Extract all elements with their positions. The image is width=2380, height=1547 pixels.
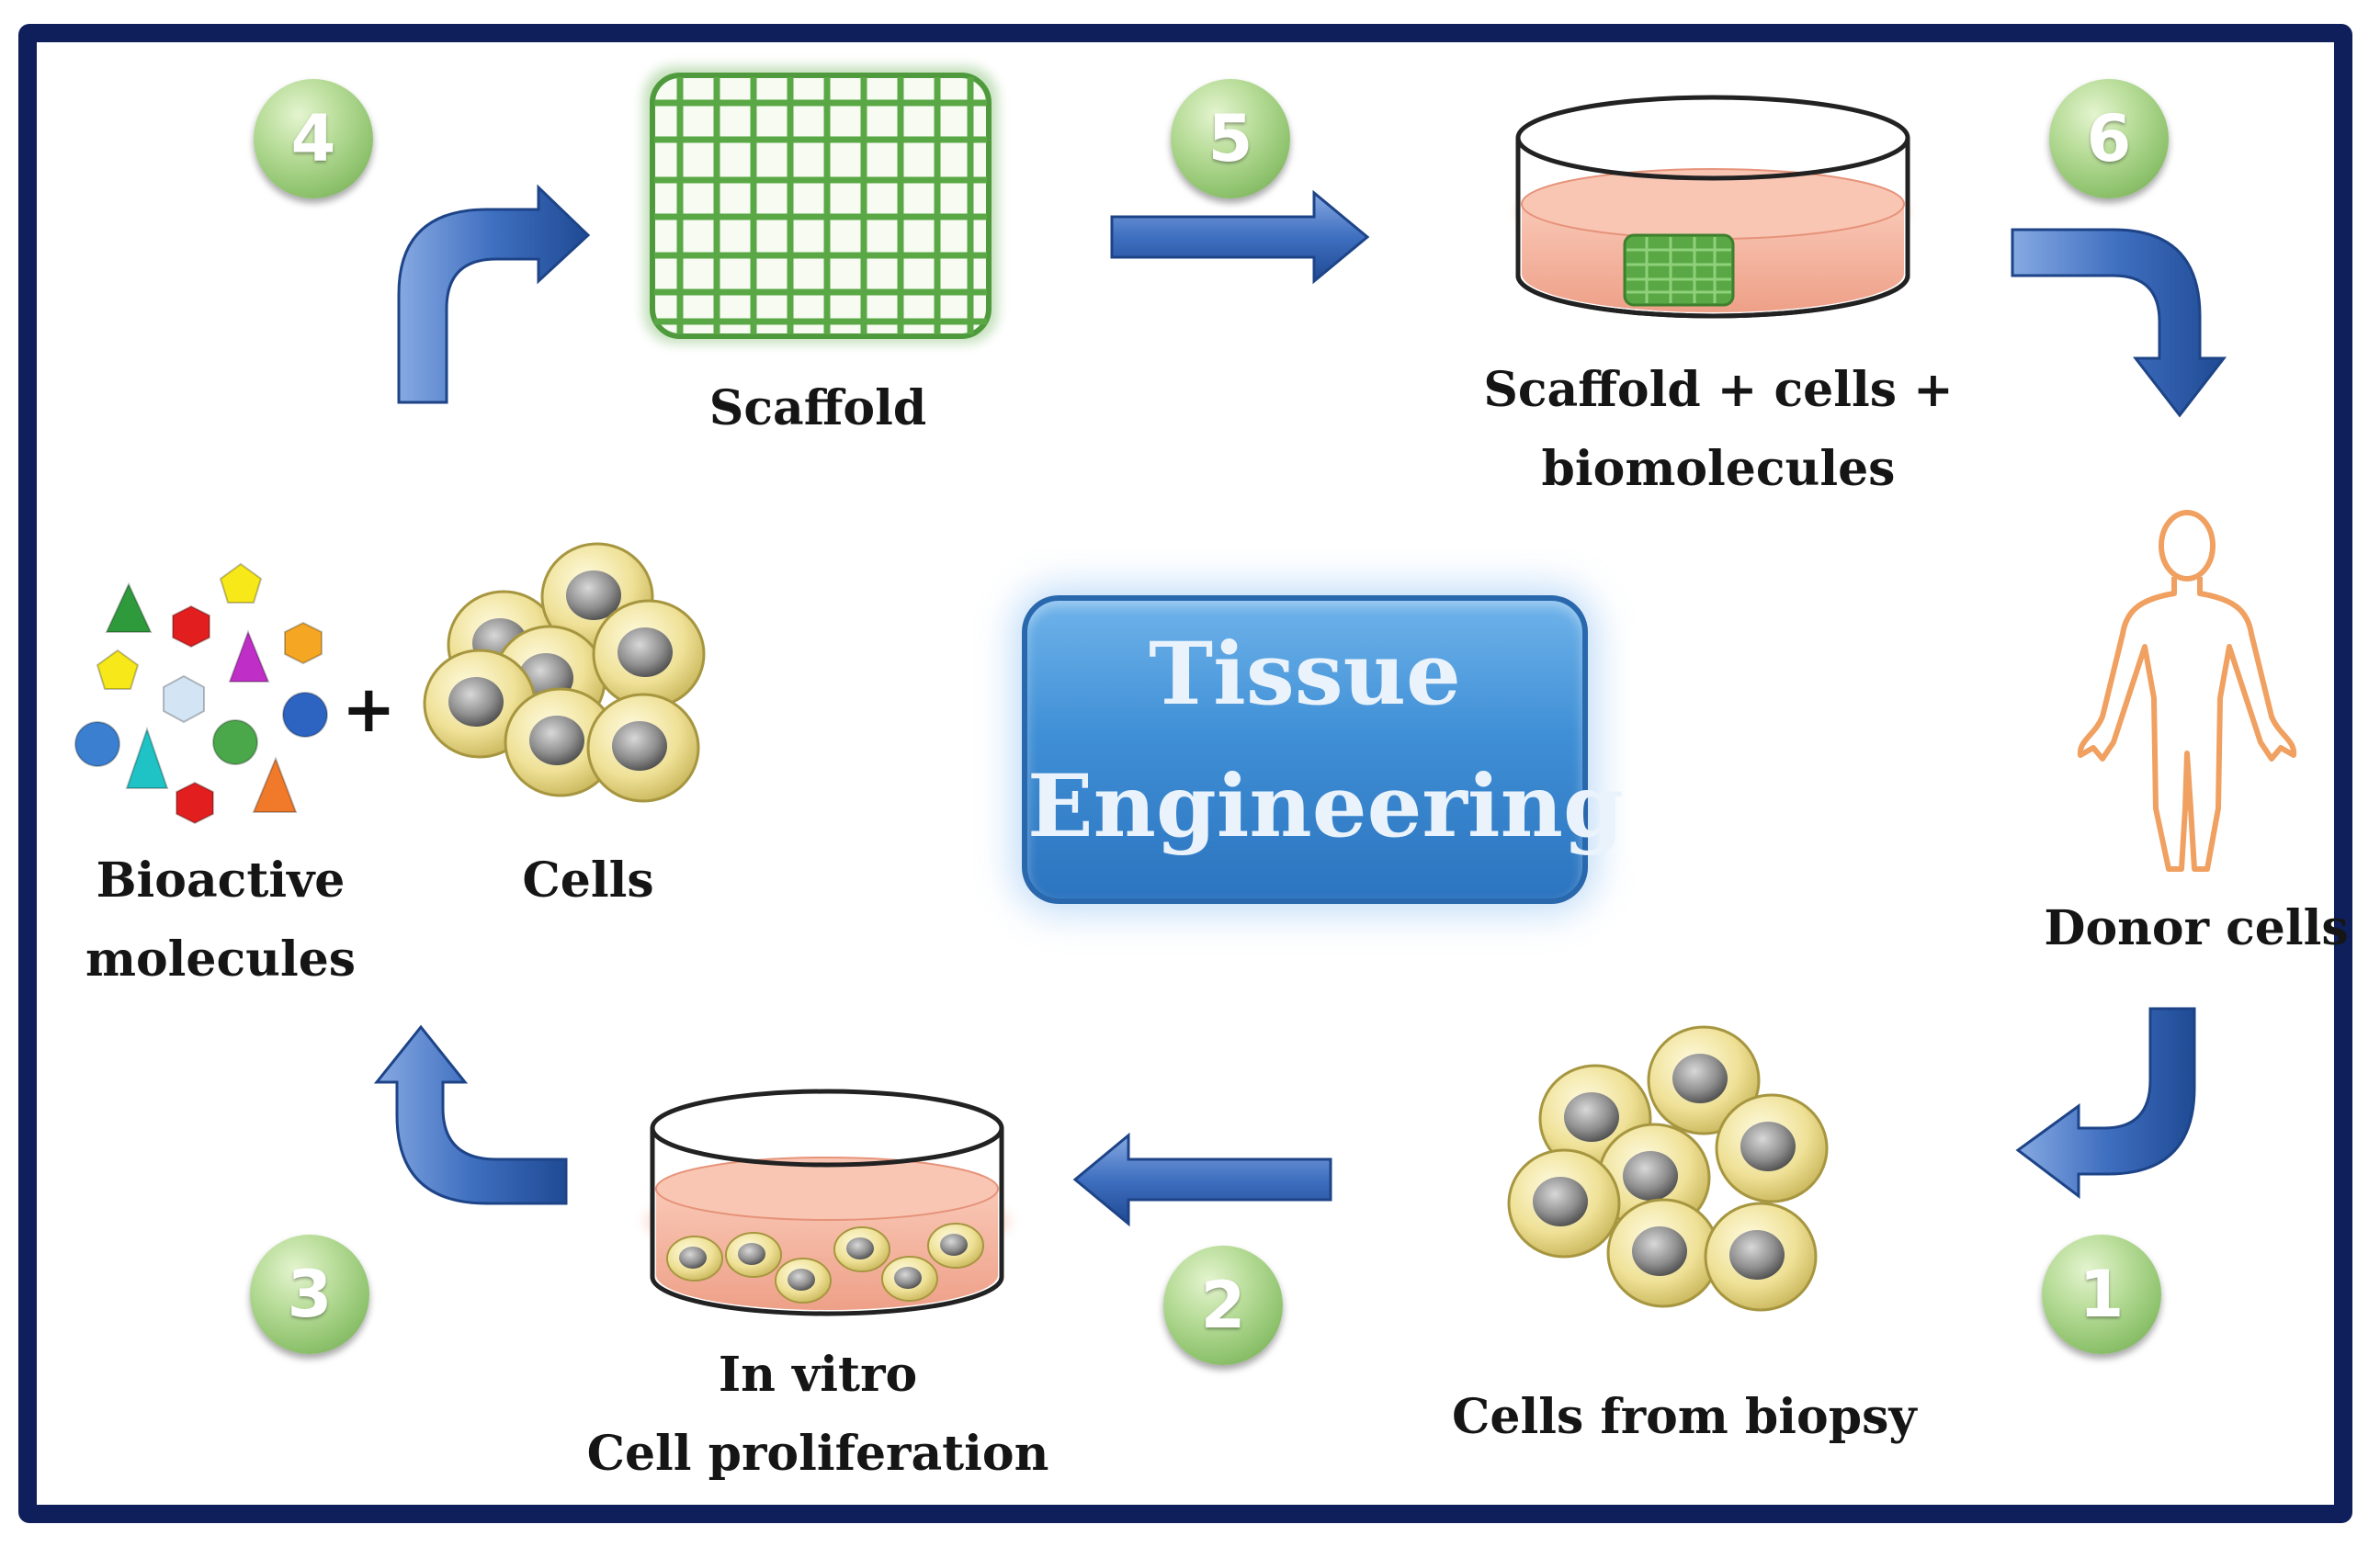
label-bioactive-line2: molecules [85,932,357,988]
scaffold-graphic [643,66,998,344]
arrow-1 [2015,1007,2196,1200]
invitro-dish-graphic [643,1089,1011,1316]
label-bioactive-line1: Bioactive [96,853,346,909]
tissue-engineering-title: Tissue Engineering [1022,595,1624,904]
label-scaffold-cells-line2: biomolecules [1541,441,1896,497]
title-line-1: Tissue [1149,624,1461,725]
label-in-vitro-proliferation: In vitro Cell proliferation [570,1336,1066,1494]
step-2-badge: 2 [1163,1246,1283,1365]
arrow-3 [373,1024,568,1205]
label-cells: Cells [522,853,654,909]
title-line-2: Engineering [1027,756,1624,857]
label-bioactive-molecules: Bioactive molecules [74,841,368,999]
human-body-icon [2077,510,2297,872]
bioactive-molecules-graphic [74,562,328,825]
label-in-vitro-line1: In vitro [718,1347,918,1403]
plus-sign: + [342,672,396,747]
dish-scaffold-graphic [1515,95,1910,319]
biopsy-cells-graphic [1507,1025,1829,1312]
arrow-6 [2011,228,2227,418]
step-1-badge: 1 [2042,1235,2161,1354]
step-5-badge: 5 [1171,79,1290,198]
label-in-vitro-line2: Cell proliferation [586,1426,1049,1482]
arrow-5 [1110,189,1370,285]
arrow-2 [1072,1132,1332,1227]
step-4-badge: 4 [254,79,373,198]
step-3-badge: 3 [250,1235,369,1354]
label-scaffold: Scaffold [708,380,927,436]
label-scaffold-cells-line1: Scaffold + cells + [1483,362,1954,418]
label-cells-from-biopsy: Cells from biopsy [1452,1389,1917,1445]
label-donor-cells: Donor cells [2044,900,2349,956]
cells-cluster-graphic [423,542,706,803]
label-scaffold-cells-biomolecules: Scaffold + cells + biomolecules [1434,351,2003,509]
step-6-badge: 6 [2049,79,2169,198]
arrow-4 [397,184,591,404]
